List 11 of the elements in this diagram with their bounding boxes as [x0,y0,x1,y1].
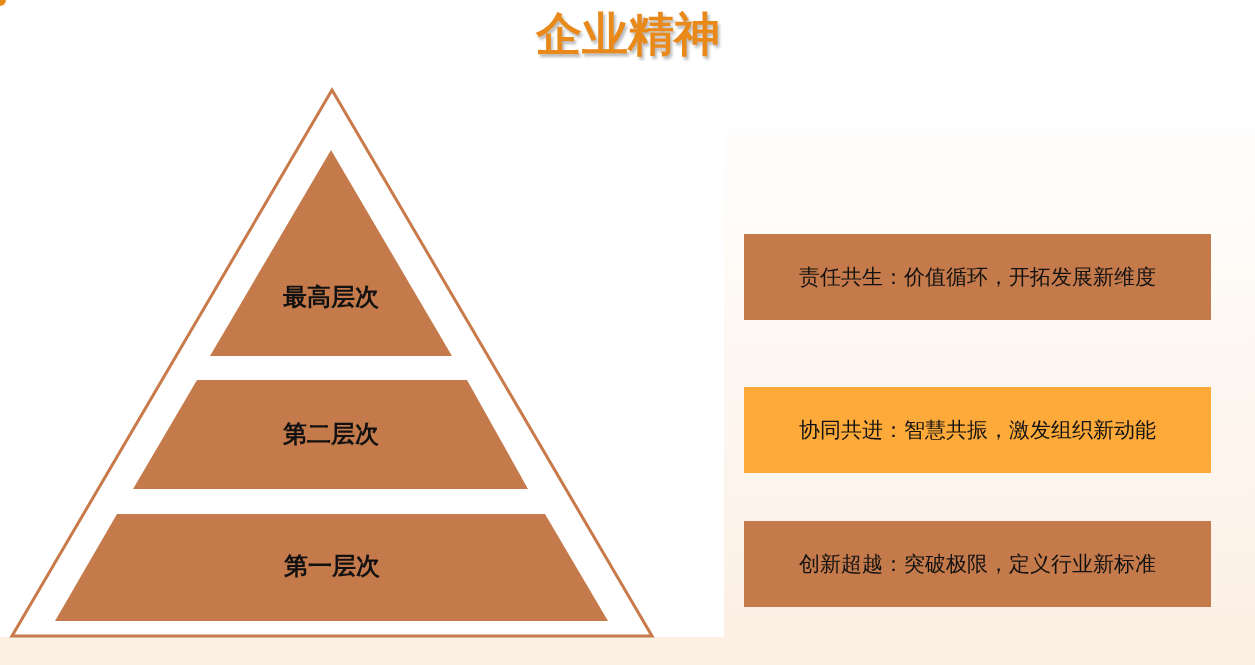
statement-box: 创新超越：突破极限，定义行业新标准 [744,521,1211,607]
tier-label: 第二层次 [282,421,379,449]
tier-label: 最高层次 [283,284,379,312]
pyramid-tier [55,514,608,621]
statement-box: 协同共进：智慧共振，激发组织新动能 [744,387,1211,473]
pyramid-tier [210,150,452,356]
statement-box: 责任共生：价值循环，开拓发展新维度 [744,234,1211,320]
tier-label: 第一层次 [283,553,380,581]
title: 企业精神 [536,8,720,60]
pyramid-outline [10,88,655,639]
pyramid-tier [133,380,528,489]
